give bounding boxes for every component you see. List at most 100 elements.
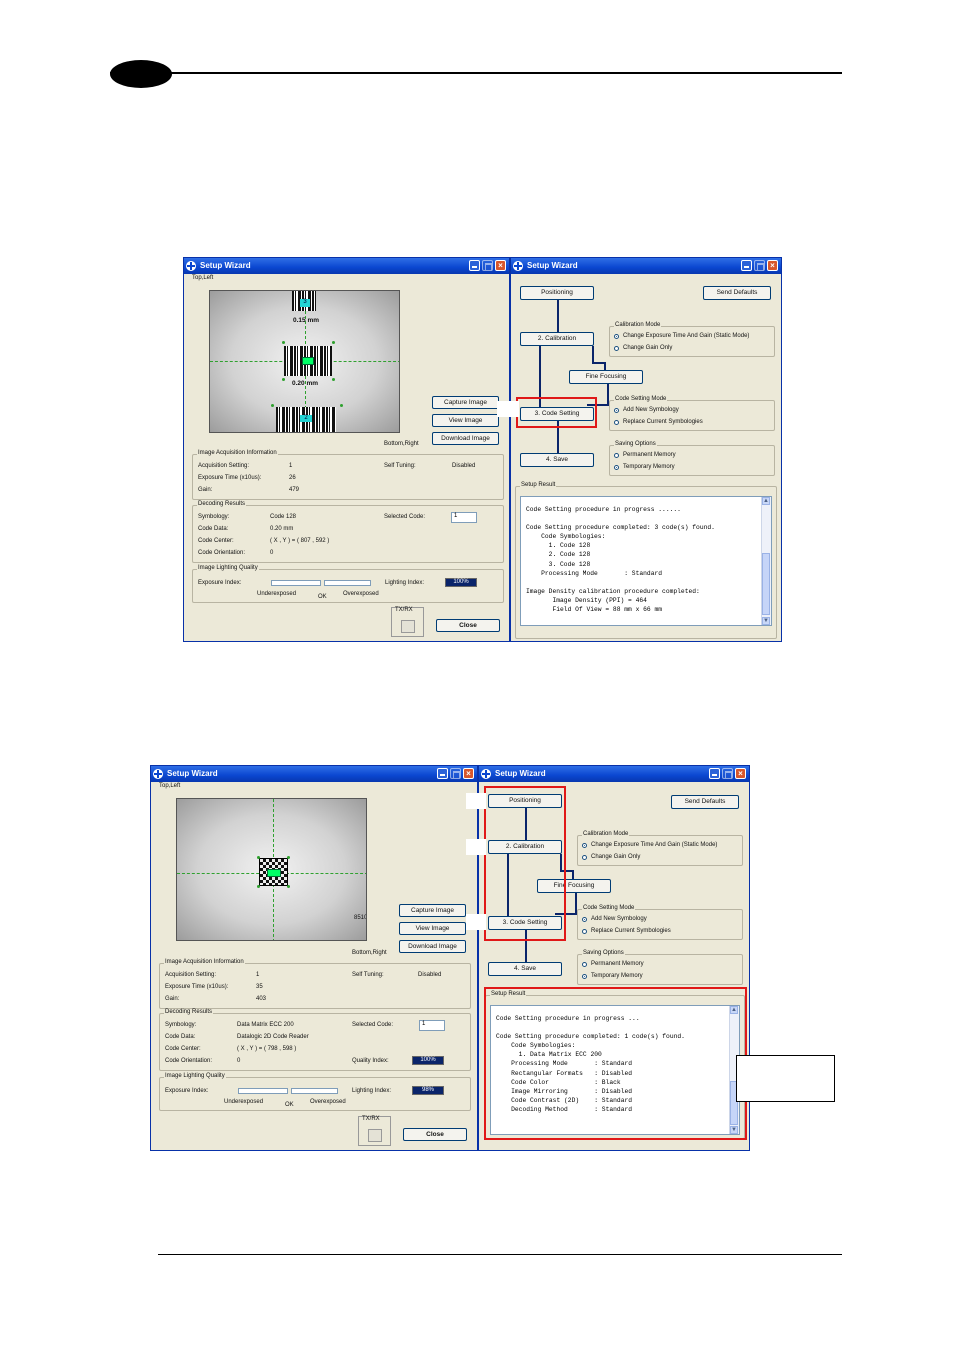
scroll-thumb[interactable] <box>730 1081 738 1125</box>
code-setting-radio-2[interactable] <box>614 420 619 425</box>
download-image-button[interactable]: Download Image <box>399 940 466 953</box>
calibration-radio-1[interactable] <box>614 334 619 339</box>
view-image-button[interactable]: View Image <box>399 922 466 935</box>
corner-dot <box>257 885 260 888</box>
overexposed-label: Overexposed <box>310 1099 346 1105</box>
positioning-button[interactable]: Positioning <box>488 794 562 808</box>
group-title: Decoding Results <box>164 1009 214 1015</box>
setup-result-textbox[interactable]: Code Setting procedure in progress ... C… <box>490 1005 740 1135</box>
minimize-button[interactable] <box>709 768 720 779</box>
corner-dot <box>282 341 285 344</box>
view-image-button[interactable]: View Image <box>432 414 499 427</box>
code-setting-mode-group: Code Setting Mode Add New Symbology Repl… <box>609 396 775 431</box>
flow-connector <box>525 808 527 840</box>
lighting-index-label: Lighting Index: <box>385 580 425 586</box>
image-label: 0.20 mm <box>292 380 319 387</box>
save-button[interactable]: 4. Save <box>488 962 562 976</box>
image-corner-top-left: Top,Left <box>192 275 214 281</box>
title-bar: Setup Wizard × <box>184 258 509 274</box>
scroll-up-icon[interactable]: ▲ <box>762 497 770 505</box>
close-window-button[interactable]: × <box>767 260 778 271</box>
setup-wizard-window-left-2: Setup Wizard × Top,Left 8510 Bottom,Righ… <box>150 765 478 1151</box>
saving-radio-1[interactable] <box>582 962 587 967</box>
self-tuning-label: Self Tuning: <box>352 972 384 978</box>
selected-code-spinner[interactable]: 1 <box>451 512 477 523</box>
image-label: 0.15 mm <box>293 317 320 324</box>
tx-rx-button[interactable] <box>368 1129 382 1142</box>
scroll-thumb[interactable] <box>762 553 770 615</box>
setup-result-text: Code Setting procedure in progress .....… <box>526 506 715 614</box>
save-button[interactable]: 4. Save <box>520 453 594 467</box>
minimize-button[interactable] <box>741 260 752 271</box>
group-title: Code Setting Mode <box>614 396 668 402</box>
calibration-button[interactable]: 2. Calibration <box>520 332 594 346</box>
setup-result-textbox[interactable]: Code Setting procedure in progress .....… <box>520 496 772 626</box>
maximize-button[interactable] <box>482 260 493 271</box>
flow-connector <box>604 362 606 370</box>
dec-label: Code Data: <box>198 526 229 532</box>
maximize-button[interactable] <box>450 768 461 779</box>
close-window-button[interactable]: × <box>495 260 506 271</box>
group-title: Image Lighting Quality <box>164 1073 226 1079</box>
minimize-button[interactable] <box>469 260 480 271</box>
group-title: Setup Result <box>490 991 527 997</box>
calibration-radio-2[interactable] <box>614 346 619 351</box>
exposure-index-label: Exposure Index: <box>198 580 242 586</box>
group-title: Image Lighting Quality <box>197 565 259 571</box>
calibration-option-label: Change Gain Only <box>591 854 641 860</box>
fine-focusing-button[interactable]: Fine Focusing <box>537 879 611 893</box>
close-window-button[interactable]: × <box>463 768 474 779</box>
corner-dot <box>257 856 260 859</box>
dec-label: Code Orientation: <box>165 1058 213 1064</box>
capture-image-button[interactable]: Capture Image <box>432 396 499 409</box>
code-setting-radio-1[interactable] <box>582 917 587 922</box>
dec-value: 0 <box>270 550 274 556</box>
positioning-button[interactable]: Positioning <box>520 286 594 300</box>
send-defaults-button[interactable]: Send Defaults <box>671 795 739 809</box>
app-icon <box>153 769 163 779</box>
selected-code-spinner[interactable]: 1 <box>419 1020 445 1031</box>
calibration-option-label: Change Exposure Time And Gain (Static Mo… <box>591 842 718 848</box>
close-window-button[interactable]: × <box>735 768 746 779</box>
lighting-quality-group: Image Lighting Quality Exposure Index: U… <box>159 1073 471 1111</box>
dec-label: Code Center: <box>165 1046 201 1052</box>
download-image-button[interactable]: Download Image <box>432 432 499 445</box>
acq-label: Exposure Time (x10us): <box>165 984 229 990</box>
code-setting-radio-1[interactable] <box>614 408 619 413</box>
code-setting-button[interactable]: 3. Code Setting <box>488 916 562 930</box>
scroll-up-icon[interactable]: ▲ <box>730 1006 738 1014</box>
close-button[interactable]: Close <box>436 619 500 632</box>
saving-radio-2[interactable] <box>614 465 619 470</box>
dec-label: Symbology: <box>198 514 230 520</box>
acq-value: 26 <box>289 475 296 481</box>
code-setting-button[interactable]: 3. Code Setting <box>520 407 594 421</box>
setup-result-group: Setup Result Code Setting procedure in p… <box>515 482 777 639</box>
calibration-radio-1[interactable] <box>582 843 587 848</box>
code-setting-radio-2[interactable] <box>582 929 587 934</box>
maximize-button[interactable] <box>722 768 733 779</box>
maximize-button[interactable] <box>754 260 765 271</box>
send-defaults-button[interactable]: Send Defaults <box>703 286 771 300</box>
saving-radio-1[interactable] <box>614 453 619 458</box>
calibration-option-label: Change Gain Only <box>623 345 673 351</box>
close-button[interactable]: Close <box>403 1128 467 1141</box>
calibration-button[interactable]: 2. Calibration <box>488 840 562 854</box>
tx-rx-button[interactable] <box>401 620 415 633</box>
scroll-down-icon[interactable]: ▼ <box>730 1126 738 1134</box>
callout-box <box>466 793 486 809</box>
tx-rx-indicator: TX/RX <box>358 1116 391 1146</box>
minimize-button[interactable] <box>437 768 448 779</box>
code-setting-option-label: Add New Symbology <box>591 916 647 922</box>
scroll-down-icon[interactable]: ▼ <box>762 617 770 625</box>
dec-value: Data Matrix ECC 200 <box>237 1022 294 1028</box>
saving-radio-2[interactable] <box>582 974 587 979</box>
calibration-radio-2[interactable] <box>582 855 587 860</box>
scrollbar[interactable]: ▲ ▼ <box>761 497 771 625</box>
calibration-mode-group: Calibration Mode Change Exposure Time An… <box>577 831 743 866</box>
saving-options-group: Saving Options Permanent Memory Temporar… <box>609 441 775 476</box>
lighting-index-label: Lighting Index: <box>352 1088 392 1094</box>
fine-focusing-button[interactable]: Fine Focusing <box>569 370 643 384</box>
flow-connector <box>557 300 559 332</box>
scrollbar[interactable]: ▲ ▼ <box>729 1006 739 1134</box>
capture-image-button[interactable]: Capture Image <box>399 904 466 917</box>
